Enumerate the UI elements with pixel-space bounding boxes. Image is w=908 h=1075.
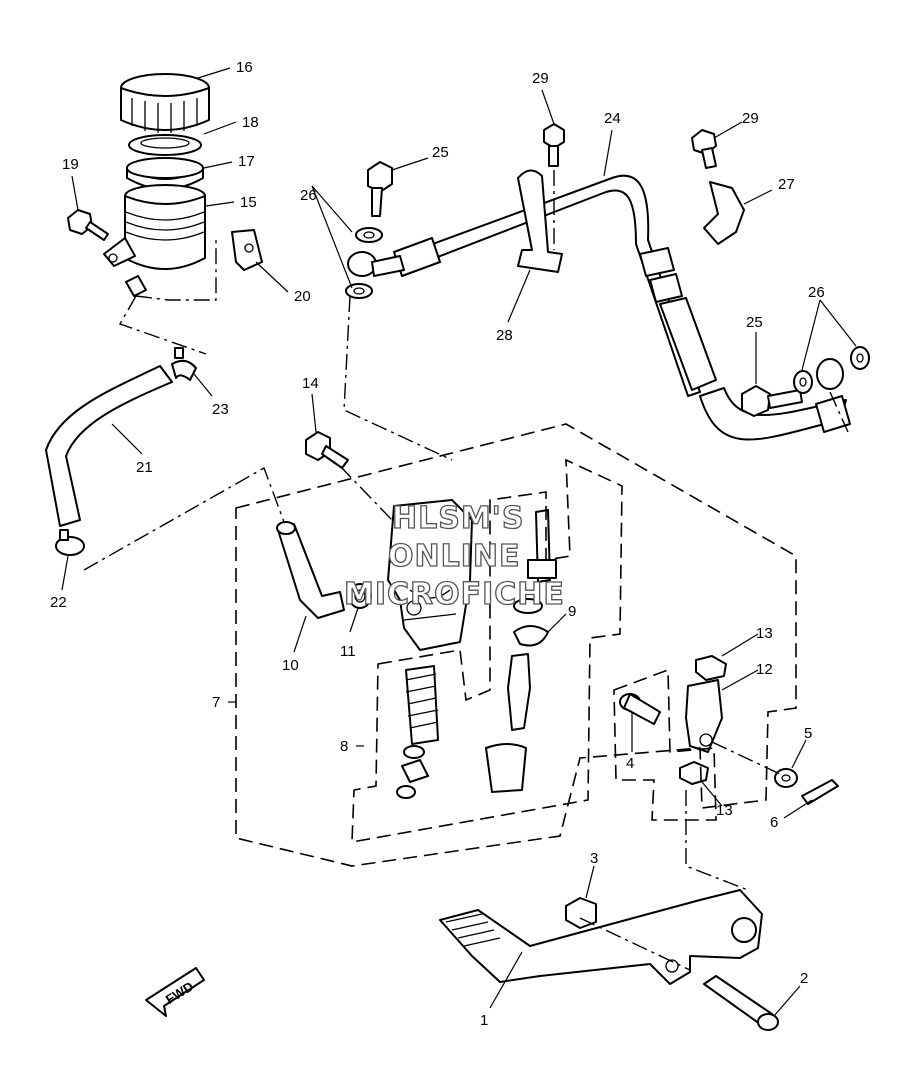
washer[interactable] — [774, 768, 798, 788]
leader-lines — [61, 67, 857, 1017]
nut-lower[interactable] — [679, 761, 709, 785]
lower-bolt-axis — [829, 391, 849, 433]
callout-14: 14 — [302, 375, 319, 392]
bolt-29-right[interactable] — [691, 129, 717, 169]
callout-3: 3 — [590, 850, 598, 867]
brake-pedal[interactable] — [439, 889, 763, 985]
callout-17: 17 — [238, 153, 255, 170]
assembly-outline-8 — [351, 458, 623, 843]
diaphragm-plate[interactable] — [128, 134, 202, 156]
reservoir-bolt[interactable] — [67, 209, 109, 241]
callout-15: 15 — [240, 194, 257, 211]
pedal-axis-line — [685, 790, 749, 891]
hose-to-joint-line — [83, 466, 285, 571]
mounting-bolt[interactable] — [305, 431, 349, 469]
bolt-29-left[interactable] — [543, 123, 565, 167]
callout-13-upper: 13 — [756, 625, 773, 642]
callout-9: 9 — [568, 603, 576, 620]
reservoir-cap[interactable] — [120, 73, 210, 133]
circlip[interactable] — [513, 625, 549, 647]
callout-26-upper: 26 — [300, 187, 317, 204]
fwd-arrow-icon — [145, 967, 205, 1017]
callout-21: 21 — [136, 459, 153, 476]
callout-18: 18 — [242, 114, 259, 131]
copper-washer-2[interactable] — [345, 283, 373, 299]
pedal-pivot-bolt[interactable] — [703, 975, 779, 1031]
callout-19: 19 — [62, 156, 79, 173]
union-bolt-upper[interactable] — [367, 161, 393, 217]
reservoir-bracket[interactable] — [231, 229, 263, 271]
callout-24: 24 — [604, 110, 621, 127]
pedal-nut-axis — [579, 917, 691, 971]
callout-13-lower: 13 — [716, 802, 733, 819]
banjo-fitting-lower[interactable] — [816, 358, 844, 390]
watermark-line-3: MICROFICHE — [344, 577, 565, 612]
banjo-fitting-upper[interactable] — [347, 251, 405, 277]
callout-12: 12 — [756, 661, 773, 678]
callout-7: 7 — [212, 694, 220, 711]
callout-16: 16 — [236, 59, 253, 76]
watermark-line-2: ONLINE — [388, 539, 521, 574]
push-rod[interactable] — [485, 653, 531, 793]
assembly-outline-7 — [235, 423, 797, 867]
cotter-axis — [711, 741, 781, 775]
assembly-outline-linkage — [613, 668, 717, 821]
callout-11: 11 — [340, 643, 356, 660]
reservoir-hose-line — [118, 295, 207, 355]
union-bolt-lower[interactable] — [741, 385, 803, 417]
callout-1: 1 — [480, 1012, 488, 1029]
copper-washer-4[interactable] — [850, 346, 870, 370]
callout-25-upper: 25 — [432, 144, 449, 161]
reservoir-hose[interactable] — [45, 365, 173, 527]
callout-29-right: 29 — [742, 110, 759, 127]
nut-upper[interactable] — [695, 655, 727, 681]
pin[interactable] — [619, 693, 661, 725]
callout-22: 22 — [50, 594, 67, 611]
callout-20: 20 — [294, 288, 311, 305]
callout-2: 2 — [800, 970, 808, 987]
callout-10: 10 — [282, 657, 299, 674]
master-cylinder-body[interactable] — [387, 499, 473, 651]
callout-4: 4 — [626, 755, 634, 772]
watermark-line-1: HLSM'S — [392, 501, 524, 536]
hose-holder[interactable] — [703, 181, 745, 245]
reservoir-outlet-line — [135, 240, 217, 301]
callout-6: 6 — [770, 814, 778, 831]
spring[interactable] — [396, 665, 439, 799]
piston-assembly[interactable] — [513, 509, 557, 614]
watermark: HLSM'S ONLINE MICROFICHE — [343, 500, 565, 612]
brake-hose[interactable] — [393, 174, 851, 441]
callout-25-lower: 25 — [746, 314, 763, 331]
callout-26-lower: 26 — [808, 284, 825, 301]
callout-23: 23 — [212, 401, 229, 418]
hose-joint[interactable] — [276, 521, 345, 619]
clevis[interactable] — [685, 679, 723, 753]
callout-5: 5 — [804, 725, 812, 742]
o-ring[interactable] — [348, 583, 372, 609]
callout-29-left: 29 — [532, 70, 549, 87]
callout-28: 28 — [496, 327, 513, 344]
bolt-axis-line — [339, 465, 393, 521]
hose-clip-upper[interactable] — [171, 347, 197, 381]
banjo-axis-line — [343, 295, 453, 461]
copper-washer-1[interactable] — [355, 227, 383, 243]
copper-washer-3[interactable] — [793, 370, 813, 394]
hose-clip-lower[interactable] — [55, 529, 85, 556]
callout-27: 27 — [778, 176, 795, 193]
callout-8: 8 — [340, 738, 348, 755]
reservoir-tank[interactable] — [103, 184, 206, 297]
cotter-pin[interactable] — [801, 779, 839, 805]
hose-guide[interactable] — [517, 169, 563, 273]
pedal-nut[interactable] — [565, 897, 597, 929]
